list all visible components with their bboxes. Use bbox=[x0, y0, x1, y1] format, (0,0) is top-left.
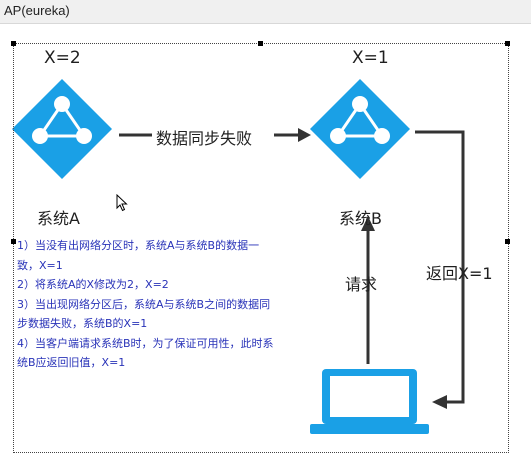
client-laptop-icon bbox=[310, 369, 429, 434]
response-arrow bbox=[415, 130, 465, 409]
note-line: 4）当客户端请求系统B时，为了保证可用性，此时系 bbox=[17, 336, 274, 350]
note-line: 1）当没有出网络分区时，系统A与系统B的数据一 bbox=[17, 239, 260, 252]
note-line: 统B应返回旧值，X=1 bbox=[17, 356, 126, 369]
system-b-icon bbox=[310, 79, 410, 179]
selection-handle-top-right[interactable] bbox=[505, 41, 510, 46]
sync-arrow bbox=[119, 128, 311, 142]
window-title: AP(eureka) bbox=[4, 3, 70, 18]
system-b-label: 系统B bbox=[339, 209, 382, 228]
note-line: 2）将系统A的X修改为2，X=2 bbox=[17, 278, 169, 291]
note-line: 致，X=1 bbox=[17, 258, 63, 272]
diagram-canvas[interactable]: X=2 X=1 数据同步失败 系统A 系统B 请求 返回X=1 1）当没有出网络… bbox=[0, 24, 531, 453]
system-b-value: X=1 bbox=[352, 48, 389, 68]
mouse-cursor-icon bbox=[116, 194, 128, 212]
sync-failed-label: 数据同步失败 bbox=[156, 129, 253, 148]
selection-handle-top-left[interactable] bbox=[11, 41, 16, 46]
diagram-graphics bbox=[12, 79, 465, 434]
selection-handle-middle-left[interactable] bbox=[11, 239, 16, 244]
system-a-icon bbox=[12, 79, 112, 179]
system-a-value: X=2 bbox=[44, 48, 81, 68]
note-line: 步数据失败，系统B的X=1 bbox=[17, 317, 148, 330]
response-label: 返回X=1 bbox=[426, 264, 493, 283]
title-bar: AP(eureka) bbox=[0, 0, 531, 24]
request-label: 请求 bbox=[345, 275, 378, 294]
system-a-label: 系统A bbox=[37, 209, 80, 228]
request-arrow bbox=[361, 216, 375, 364]
notes-list: 1）当没有出网络分区时，系统A与系统B的数据一 致，X=1 2）将系统A的X修改… bbox=[17, 236, 327, 373]
selection-handle-middle-right[interactable] bbox=[505, 239, 510, 244]
selection-handle-top-center[interactable] bbox=[258, 41, 263, 46]
note-line: 3）当出现网络分区后，系统A与系统B之间的数据同 bbox=[17, 297, 271, 311]
